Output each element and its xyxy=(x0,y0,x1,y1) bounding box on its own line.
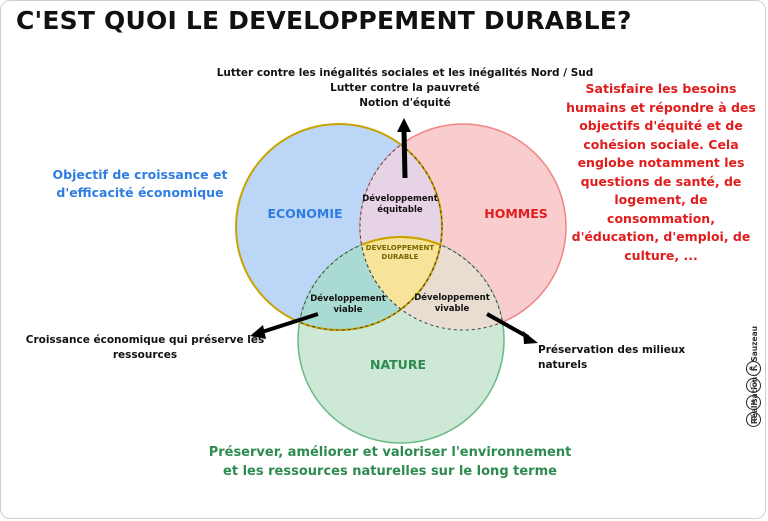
dashed-outlines xyxy=(297,124,505,331)
economie-description: Objectif de croissance et d'efficacité é… xyxy=(52,167,228,200)
durable-outline xyxy=(360,236,442,330)
right-outcome-label: Préservation des milieux naturels xyxy=(538,344,686,371)
page-title: C'EST QUOI LE DEVELOPPEMENT DURABLE? xyxy=(16,6,632,35)
top-label-inegalites: Lutter contre les inégalités sociales et… xyxy=(216,67,594,79)
hommes-description: Satisfaire les besoins humains et répond… xyxy=(566,81,756,263)
top-outcome-labels: Lutter contre les inégalités sociales et… xyxy=(200,66,610,111)
top-label-equite: Notion d'équité xyxy=(359,97,451,109)
hommes-label: HOMMES xyxy=(484,206,548,221)
cc-icon: cc xyxy=(745,361,761,376)
credit-text: Réalisation: F. Sauzeau xyxy=(750,326,759,424)
nature-description: Préserver, améliorer et valoriser l'envi… xyxy=(208,445,572,479)
left-outcome-label: Croissance économique qui préserve les r… xyxy=(25,334,265,361)
sa-icon: ↻ xyxy=(745,412,761,427)
by-icon: ⓘ xyxy=(745,378,761,393)
economie-label: ECONOMIE xyxy=(267,206,343,221)
viable-label: Développement viable xyxy=(310,294,386,315)
nature-label: NATURE xyxy=(369,357,426,372)
nc-icon: $ xyxy=(745,395,761,410)
vivable-label: Développement vivable xyxy=(414,293,490,314)
equitable-label: Développement équitable xyxy=(362,194,438,215)
arrows xyxy=(250,118,538,344)
top-label-pauvrete: Lutter contre la pauvreté xyxy=(330,82,480,94)
license-badges: cc ⓘ $ ↻ xyxy=(744,361,762,427)
durable-label: DEVELOPPEMENT DURABLE xyxy=(365,244,435,261)
